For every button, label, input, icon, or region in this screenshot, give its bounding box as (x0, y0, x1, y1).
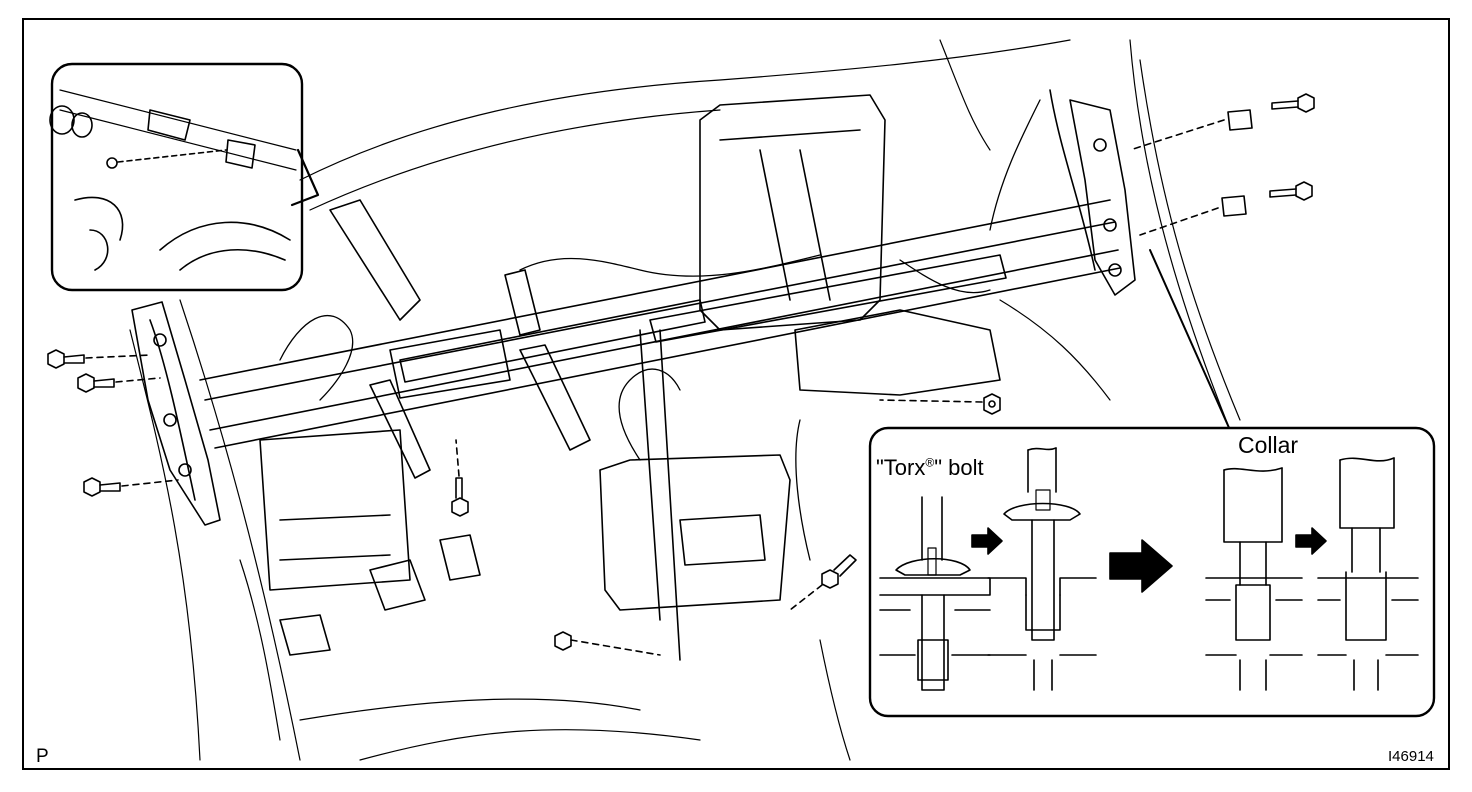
corner-mark: P (36, 746, 49, 767)
detail-callout-box (49, 62, 320, 292)
torx-step-2 (987, 447, 1097, 691)
figure-frame (22, 18, 1450, 770)
nut (879, 393, 1001, 415)
torx-step-1 (879, 496, 991, 691)
large-arrow-icon (1109, 539, 1173, 593)
center-hvac-unit (599, 94, 1001, 661)
cross-car-beam (199, 199, 1121, 449)
collar-step-2 (1317, 457, 1419, 691)
lower-bolts (451, 439, 857, 656)
left-bolts (47, 349, 179, 497)
left-side-bracket (131, 301, 221, 526)
interior-background (129, 39, 1241, 761)
figure-code: I46914 (1388, 748, 1434, 765)
right-bolts (879, 93, 1315, 415)
torx-suffix: " bolt (934, 455, 984, 480)
torx-bolt-label: "Torx®" bolt (876, 455, 984, 481)
registered-mark: ® (925, 455, 935, 470)
lower-supports (259, 199, 591, 591)
collar-step-1 (1205, 467, 1303, 691)
bolt (1139, 181, 1313, 236)
bolt (451, 439, 469, 517)
inset-callout-box (868, 249, 1436, 718)
bolt (77, 373, 161, 393)
bolt (554, 631, 661, 656)
small-arrow-icon (1295, 527, 1327, 555)
torx-prefix: "Torx (876, 455, 926, 480)
small-arrow-icon (971, 527, 1003, 555)
step-arrows (971, 527, 1327, 593)
bolt (1129, 93, 1315, 151)
bolt (47, 349, 151, 369)
bolt (83, 477, 179, 497)
collar-label: Collar (1238, 432, 1299, 458)
bolt (789, 554, 857, 611)
right-side-bracket (1049, 89, 1136, 296)
wire-harness (279, 99, 1041, 561)
pedals (279, 534, 481, 656)
